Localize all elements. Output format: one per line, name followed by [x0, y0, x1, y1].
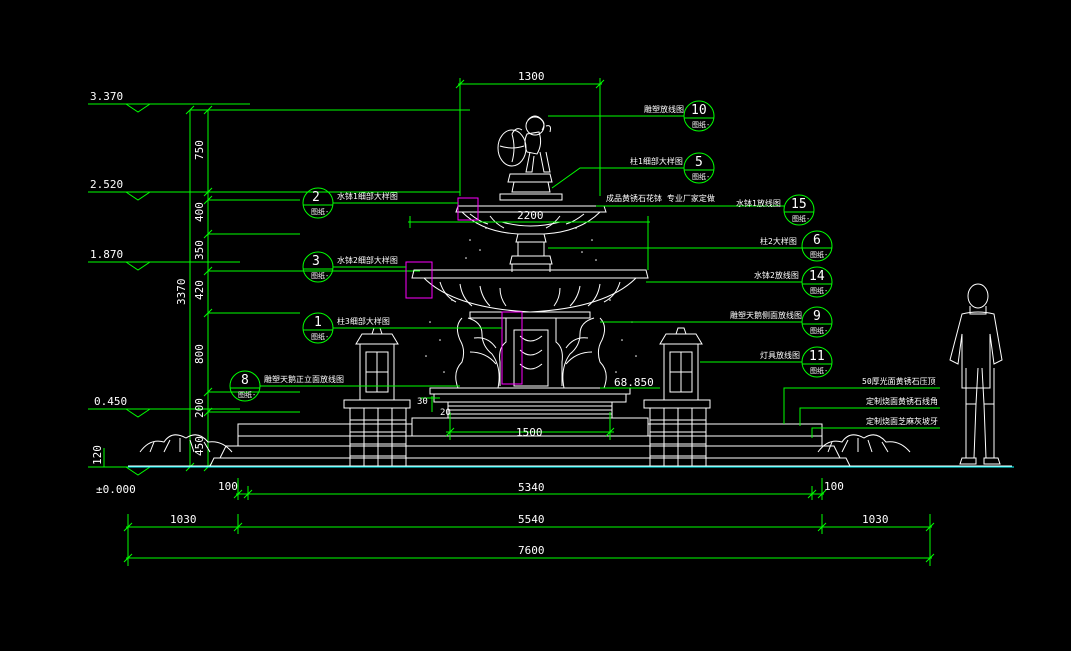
level-label-1870: 1.870 — [90, 248, 123, 261]
callout-15-text: 水钵1放线图 — [736, 198, 781, 208]
callout-6-text: 柱2大样图 — [760, 236, 797, 246]
hdim-1030-left: 1030 — [170, 513, 197, 526]
dim-30: 30 — [417, 397, 428, 407]
callout-15-ref: 图纸- — [792, 214, 810, 223]
note-cap: 50厚光面黄锈石压顶 — [862, 376, 936, 386]
callout-5-ref: 图纸- — [692, 172, 710, 181]
hdim-7600: 7600 — [518, 544, 545, 557]
callout-11-ref: 图纸- — [810, 366, 828, 375]
vdim-800: 800 — [193, 344, 206, 364]
callout-10-ref: 图纸- — [692, 120, 710, 129]
level-markers — [88, 103, 151, 476]
left-shrub — [139, 434, 233, 453]
vertical-dimension-chain — [103, 109, 470, 468]
right-shrub — [817, 434, 911, 453]
hdim-5340: 5340 — [518, 481, 545, 494]
vdim-450: 450 — [193, 436, 206, 456]
callout-8: 8 图纸- 雕塑天鹅正立面放线图 — [229, 370, 460, 402]
level-label-0000: ±0.000 — [96, 483, 136, 496]
callout-8-ref: 图纸- — [238, 390, 256, 399]
vdim-3370: 3370 — [175, 279, 188, 306]
callout-8-text: 雕塑天鹅正立面放线图 — [264, 374, 344, 384]
elev-68850: 68.850 — [614, 376, 654, 389]
callout-2-number: 2 — [312, 190, 320, 205]
callout-1-text: 柱3细部大样图 — [337, 316, 390, 326]
callout-1-ref: 图纸- — [311, 332, 329, 341]
left-pillar — [343, 327, 411, 467]
callout-15-number: 15 — [791, 197, 807, 212]
bottom-dim-ticks — [123, 489, 935, 563]
hdim-100-left: 100 — [218, 480, 238, 493]
callout-5-text: 柱1细部大样图 — [630, 156, 683, 166]
callout-5: 柱1细部大样图 5 图纸- — [551, 152, 715, 189]
callout-8-number: 8 — [241, 373, 249, 388]
pool-basin — [429, 387, 631, 419]
vdim-200: 200 — [193, 398, 206, 418]
level-label-2520: 2.520 — [90, 178, 123, 191]
callout-9-ref: 图纸- — [810, 326, 828, 335]
sculpture-spec-note: 成品黄锈石花钵 专业厂家定做 — [606, 193, 715, 203]
callout-6-ref: 图纸- — [810, 250, 828, 259]
vdim-400: 400 — [193, 202, 206, 222]
callout-6: 柱2大样图 6 图纸- — [548, 230, 833, 262]
bottom-dimensions — [126, 478, 932, 566]
base-platform — [128, 417, 1012, 467]
hdim-1030-right: 1030 — [862, 513, 889, 526]
callout-11-text: 灯具放线图 — [760, 350, 800, 360]
vdim-350: 350 — [193, 240, 206, 260]
callout-9-text: 雕塑天鹅侧面放线图 — [730, 310, 802, 320]
callout-9-number: 9 — [813, 309, 821, 324]
note-corner: 定制烧面黄锈石线角 — [866, 396, 938, 406]
level-label-3370: 3.370 — [90, 90, 123, 103]
callout-3: 3 图纸- 水钵2细部大样图 — [302, 251, 406, 283]
middle-bowl — [411, 269, 649, 319]
callout-10-text: 雕塑放线图 — [644, 104, 684, 114]
callout-1-number: 1 — [314, 315, 322, 330]
right-pillar — [643, 327, 711, 467]
callout-2-text: 水钵1细部大样图 — [337, 191, 398, 201]
hdim-1500: 1500 — [516, 426, 543, 439]
vdim-420: 420 — [193, 280, 206, 300]
top-width-dimension — [455, 78, 605, 196]
human-scale-figure — [949, 283, 1003, 465]
dim-20: 20 — [440, 408, 451, 418]
callout-14-number: 14 — [809, 269, 825, 284]
callout-1: 1 图纸- 柱3细部大样图 — [302, 312, 502, 344]
callout-14-text: 水钵2放线图 — [754, 270, 799, 280]
callout-5-number: 5 — [695, 155, 703, 170]
callout-11-number: 11 — [809, 349, 825, 364]
callout-14-ref: 图纸- — [810, 286, 828, 295]
vdim-120: 120 — [91, 445, 104, 465]
cherub-sculpture — [497, 115, 553, 193]
water-spray — [425, 227, 637, 373]
callout-10: 雕塑放线图 10 图纸- — [548, 100, 715, 132]
callout-10-number: 10 — [691, 103, 707, 118]
detail-boxes — [405, 197, 523, 385]
callout-3-number: 3 — [312, 254, 320, 269]
callout-14: 水钵2放线图 14 图纸- — [646, 266, 833, 298]
vdim-750: 750 — [193, 140, 206, 160]
fountain-outline — [128, 115, 1012, 467]
callout-9: 雕塑天鹅侧面放线图 9 图纸- — [600, 306, 833, 338]
hdim-2200: 2200 — [517, 209, 544, 222]
hdim-5540: 5540 — [518, 513, 545, 526]
callout-15: 成品黄锈石花钵 专业厂家定做 水钵1放线图 15 图纸- — [596, 193, 815, 226]
callout-2-ref: 图纸- — [311, 207, 329, 216]
hdim-1300: 1300 — [518, 70, 545, 83]
callout-3-text: 水钵2细部大样图 — [337, 255, 398, 265]
middle-dimensions — [408, 216, 660, 440]
level-label-0450: 0.450 — [94, 395, 127, 408]
material-leaders — [783, 387, 940, 438]
column-2 — [509, 233, 553, 272]
callout-2: 2 图纸- 水钵1细部大样图 — [302, 187, 458, 219]
callout-6-number: 6 — [813, 233, 821, 248]
callout-3-ref: 图纸- — [311, 271, 329, 280]
note-base: 定制烧面芝麻灰坡牙 — [866, 416, 938, 426]
callout-11: 灯具放线图 11 图纸- — [700, 346, 833, 378]
hdim-100-right: 100 — [824, 480, 844, 493]
